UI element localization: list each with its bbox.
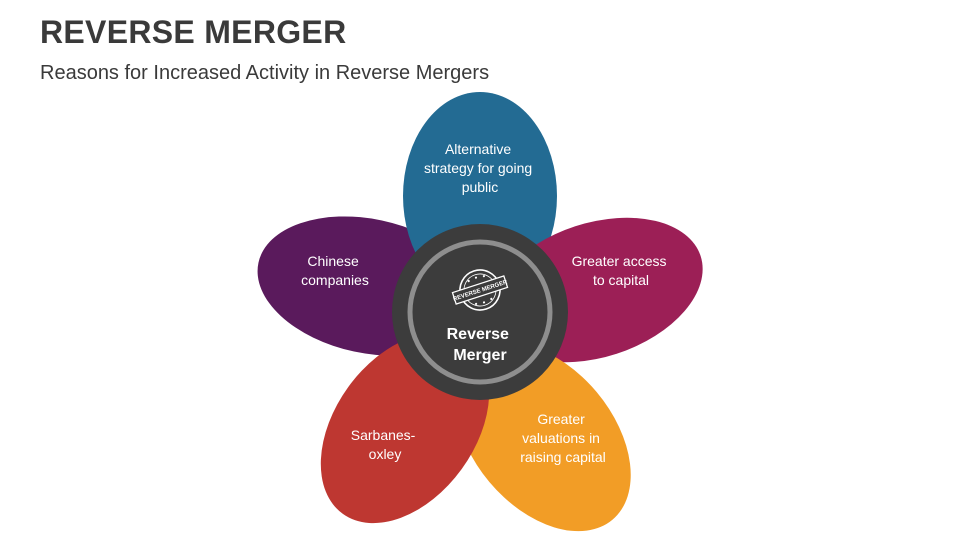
label-sarbanes-oxley: Sarbanes- oxley [351, 427, 419, 462]
label-line: raising capital [520, 449, 606, 465]
center-ring [407, 239, 553, 385]
label-line: Greater [537, 411, 585, 427]
page-title: REVERSE MERGER [40, 14, 347, 50]
label-line: Greater access [572, 253, 667, 269]
label-line: Chinese [307, 253, 359, 269]
label-alternative-strategy: Alternative strategy for going public [424, 141, 536, 195]
label-line: oxley [369, 446, 402, 462]
center-label: Reverse Merger [447, 326, 514, 364]
label-line: strategy for going [424, 160, 532, 176]
label-line: valuations in [522, 430, 600, 446]
label-line: public [462, 179, 499, 195]
label-line: Sarbanes- [351, 427, 416, 443]
label-greater-access: Greater access to capital [572, 253, 671, 288]
center-label-line2: Merger [453, 347, 506, 364]
label-greater-valuations: Greater valuations in raising capital [520, 411, 606, 465]
center-label-line1: Reverse [447, 326, 509, 343]
label-line: to capital [593, 272, 649, 288]
center-hub [392, 224, 568, 400]
label-line: Alternative [445, 141, 511, 157]
label-chinese-companies: Chinese companies [301, 253, 369, 288]
page-subtitle: Reasons for Increased Activity in Revers… [40, 62, 490, 84]
label-line: companies [301, 272, 369, 288]
